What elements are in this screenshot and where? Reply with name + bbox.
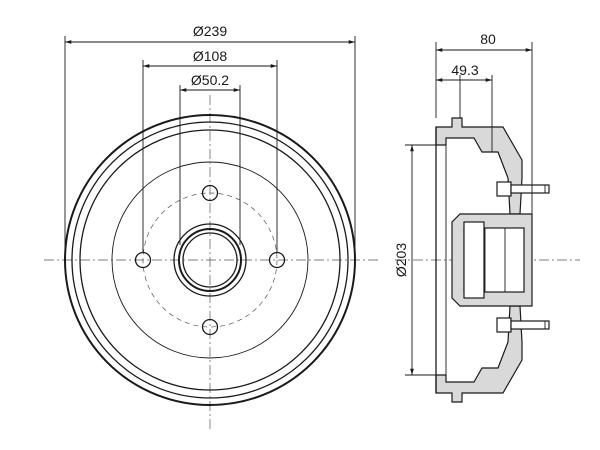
section-view: 80 49.3 Ø203	[393, 31, 580, 403]
stud-hole-top	[201, 184, 219, 202]
stud-bottom-shank	[510, 320, 550, 330]
front-view: Ø239 Ø108 Ø50.2	[44, 23, 378, 430]
center-bore	[182, 232, 238, 288]
stud-hole-bottom	[201, 318, 219, 336]
label-bolt-circle-diameter: Ø108	[193, 48, 227, 64]
section-drum-wall-top	[435, 117, 523, 215]
drum-face-edge	[111, 161, 309, 359]
stud-bottom-head	[496, 317, 512, 333]
stud-top	[496, 181, 550, 197]
stud-top-shank	[510, 184, 550, 194]
hub-outer	[173, 223, 247, 297]
bolt-circle	[142, 192, 278, 328]
label-overall-height: 80	[480, 31, 496, 47]
bearing-seat	[178, 228, 242, 292]
label-outer-diameter: Ø239	[193, 23, 227, 39]
stud-bottom	[496, 317, 550, 333]
stud-hole-right	[268, 251, 286, 269]
label-braking-surface-diameter: Ø203	[393, 243, 409, 277]
stud-top-head	[496, 181, 512, 197]
label-hub-height: 49.3	[451, 62, 478, 78]
label-center-bore-diameter: Ø50.2	[191, 72, 229, 88]
drum-rim-step	[79, 129, 341, 391]
drum-rim-inner-edge	[71, 121, 349, 399]
section-bearing-seat	[463, 221, 485, 299]
stud-hole-left	[134, 251, 152, 269]
